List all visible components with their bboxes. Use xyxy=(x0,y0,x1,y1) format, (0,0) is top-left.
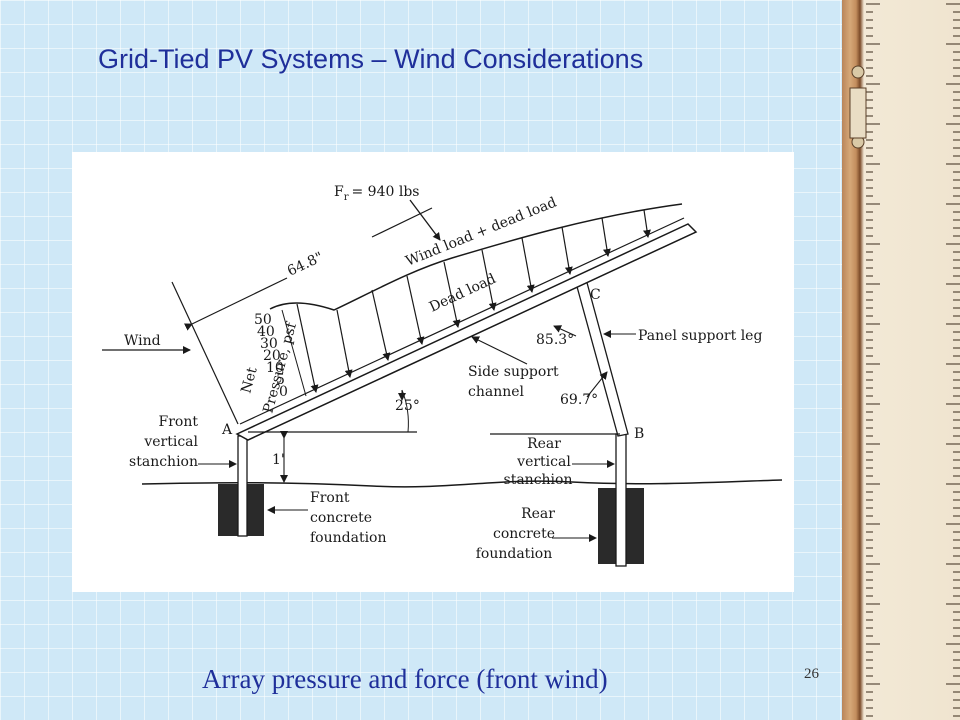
diagram-drawing: Fr= 940 lbs 64.8" Wind load + dead load … xyxy=(102,184,783,567)
front-stanchion-line-2: vertical xyxy=(143,434,198,450)
front-foundation-line-3: foundation xyxy=(310,530,387,546)
rear-foundation-line-3: foundation xyxy=(476,546,553,562)
rear-stanchion-line-1: Rear xyxy=(527,436,561,452)
angle-leg-ground-label: 69.7° xyxy=(560,392,598,408)
rear-vertical-stanchion xyxy=(615,433,627,567)
front-stanchion-line-3: stanchion xyxy=(129,454,198,470)
wind-load-diagram: Fr= 940 lbs 64.8" Wind load + dead load … xyxy=(72,152,794,592)
panel-length-label: 64.8" xyxy=(285,249,326,279)
point-b-label: B xyxy=(634,426,644,442)
angle-panel-leg-label: 85.3° xyxy=(536,332,574,348)
tilt-angle-label: 25° xyxy=(395,398,420,414)
pressure-tick-5: 5 xyxy=(276,372,285,388)
pressure-scale-labels: 50 40 30 20 10 5 0 xyxy=(254,312,288,400)
front-foundation-line-1: Front xyxy=(310,490,350,506)
panel-support-leg-label: Panel support leg xyxy=(638,328,762,344)
resultant-force-arrow xyxy=(409,199,441,241)
ground-line xyxy=(141,479,783,488)
rear-stanchion-label: Rear vertical stanchion xyxy=(504,436,573,488)
front-foundation-label: Front concrete foundation xyxy=(310,490,387,546)
pressure-tick-30: 30 xyxy=(260,336,278,352)
front-stanchion-label: Front vertical stanchion xyxy=(129,414,198,470)
rear-foundation-label: Rear concrete foundation xyxy=(476,506,555,562)
rear-stanchion-line-3: stanchion xyxy=(504,472,573,488)
pressure-envelope xyxy=(269,203,683,311)
page-number: 26 xyxy=(804,666,819,682)
ruler-ticks xyxy=(849,3,960,717)
pressure-tick-0: 0 xyxy=(279,384,288,400)
length-dimension-left xyxy=(183,277,288,331)
resultant-force-label: Fr= 940 lbs xyxy=(334,184,419,203)
pressure-tick-40: 40 xyxy=(257,324,275,340)
side-support-channel-label-2: channel xyxy=(468,384,525,400)
side-support-channel xyxy=(247,231,697,441)
front-extension-line xyxy=(171,281,239,425)
rear-foundation-line-1: Rear xyxy=(521,506,555,522)
rear-stanchion-line-2: vertical xyxy=(516,454,571,470)
leader-arrows xyxy=(198,325,636,542)
front-stanchion-line-1: Front xyxy=(159,414,199,430)
slide-title: Grid-Tied PV Systems – Wind Consideratio… xyxy=(98,44,644,74)
rear-foundation-line-2: concrete xyxy=(493,526,555,542)
pressure-tick-10: 10 xyxy=(266,360,284,376)
wind-label: Wind xyxy=(124,333,161,349)
length-dimension-right xyxy=(371,207,433,238)
slide-caption: Array pressure and force (front wind) xyxy=(202,664,608,694)
side-support-channel-label-1: Side support xyxy=(468,364,559,380)
pressure-tick-50: 50 xyxy=(254,312,272,328)
point-c-label: C xyxy=(590,287,601,303)
ruler-screw-top xyxy=(851,65,865,79)
wind-plus-dead-load-label: Wind load + dead load xyxy=(404,195,559,270)
ruler-decoration xyxy=(842,0,960,720)
ruler-clamp xyxy=(849,87,867,139)
front-height-label: 1' xyxy=(272,452,285,468)
front-vertical-stanchion xyxy=(237,435,248,537)
pressure-arrows xyxy=(296,209,651,393)
net-pressure-label-1: Net xyxy=(238,365,260,395)
pressure-scale-axis xyxy=(281,309,307,397)
pressure-tick-20: 20 xyxy=(263,348,281,364)
point-a-label: A xyxy=(221,422,233,438)
front-foundation-line-2: concrete xyxy=(310,510,372,526)
panel-support-leg xyxy=(575,278,629,437)
